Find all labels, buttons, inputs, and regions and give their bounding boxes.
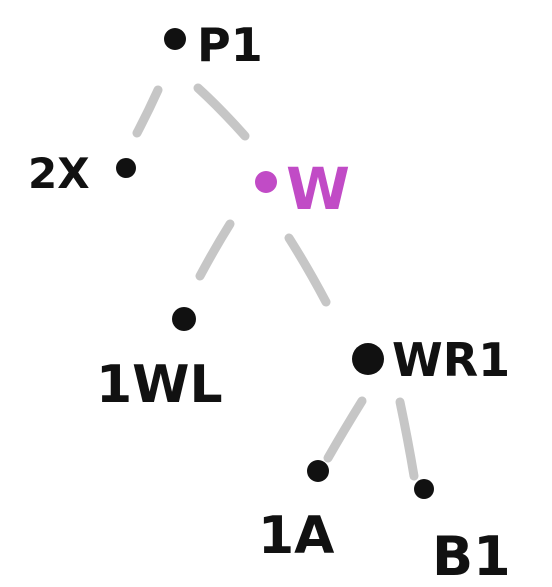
label-b1: B1 xyxy=(432,525,511,587)
label-wr1: WR1 xyxy=(392,333,510,387)
edge-p1-w xyxy=(193,83,250,141)
edge-wr1-b1 xyxy=(395,397,419,481)
node-dot-p1 xyxy=(164,28,186,50)
label-a: 1A xyxy=(258,506,334,566)
node-dot-wl xyxy=(172,307,196,331)
edge-w-wl xyxy=(195,219,235,281)
node-dot-w xyxy=(255,171,277,193)
edge-wr1-a xyxy=(323,396,367,463)
label-wl: 1WL xyxy=(96,355,223,415)
edge-w-wr1 xyxy=(284,233,331,307)
node-dot-2x xyxy=(116,158,136,178)
node-dot-wr1 xyxy=(352,343,384,375)
node-dot-a xyxy=(307,460,329,482)
label-p1: P1 xyxy=(197,18,263,72)
edge-p1-2x xyxy=(132,85,163,138)
label-2x: 2X xyxy=(28,149,90,198)
label-w: W xyxy=(286,155,350,223)
node-dot-b1 xyxy=(414,479,434,499)
